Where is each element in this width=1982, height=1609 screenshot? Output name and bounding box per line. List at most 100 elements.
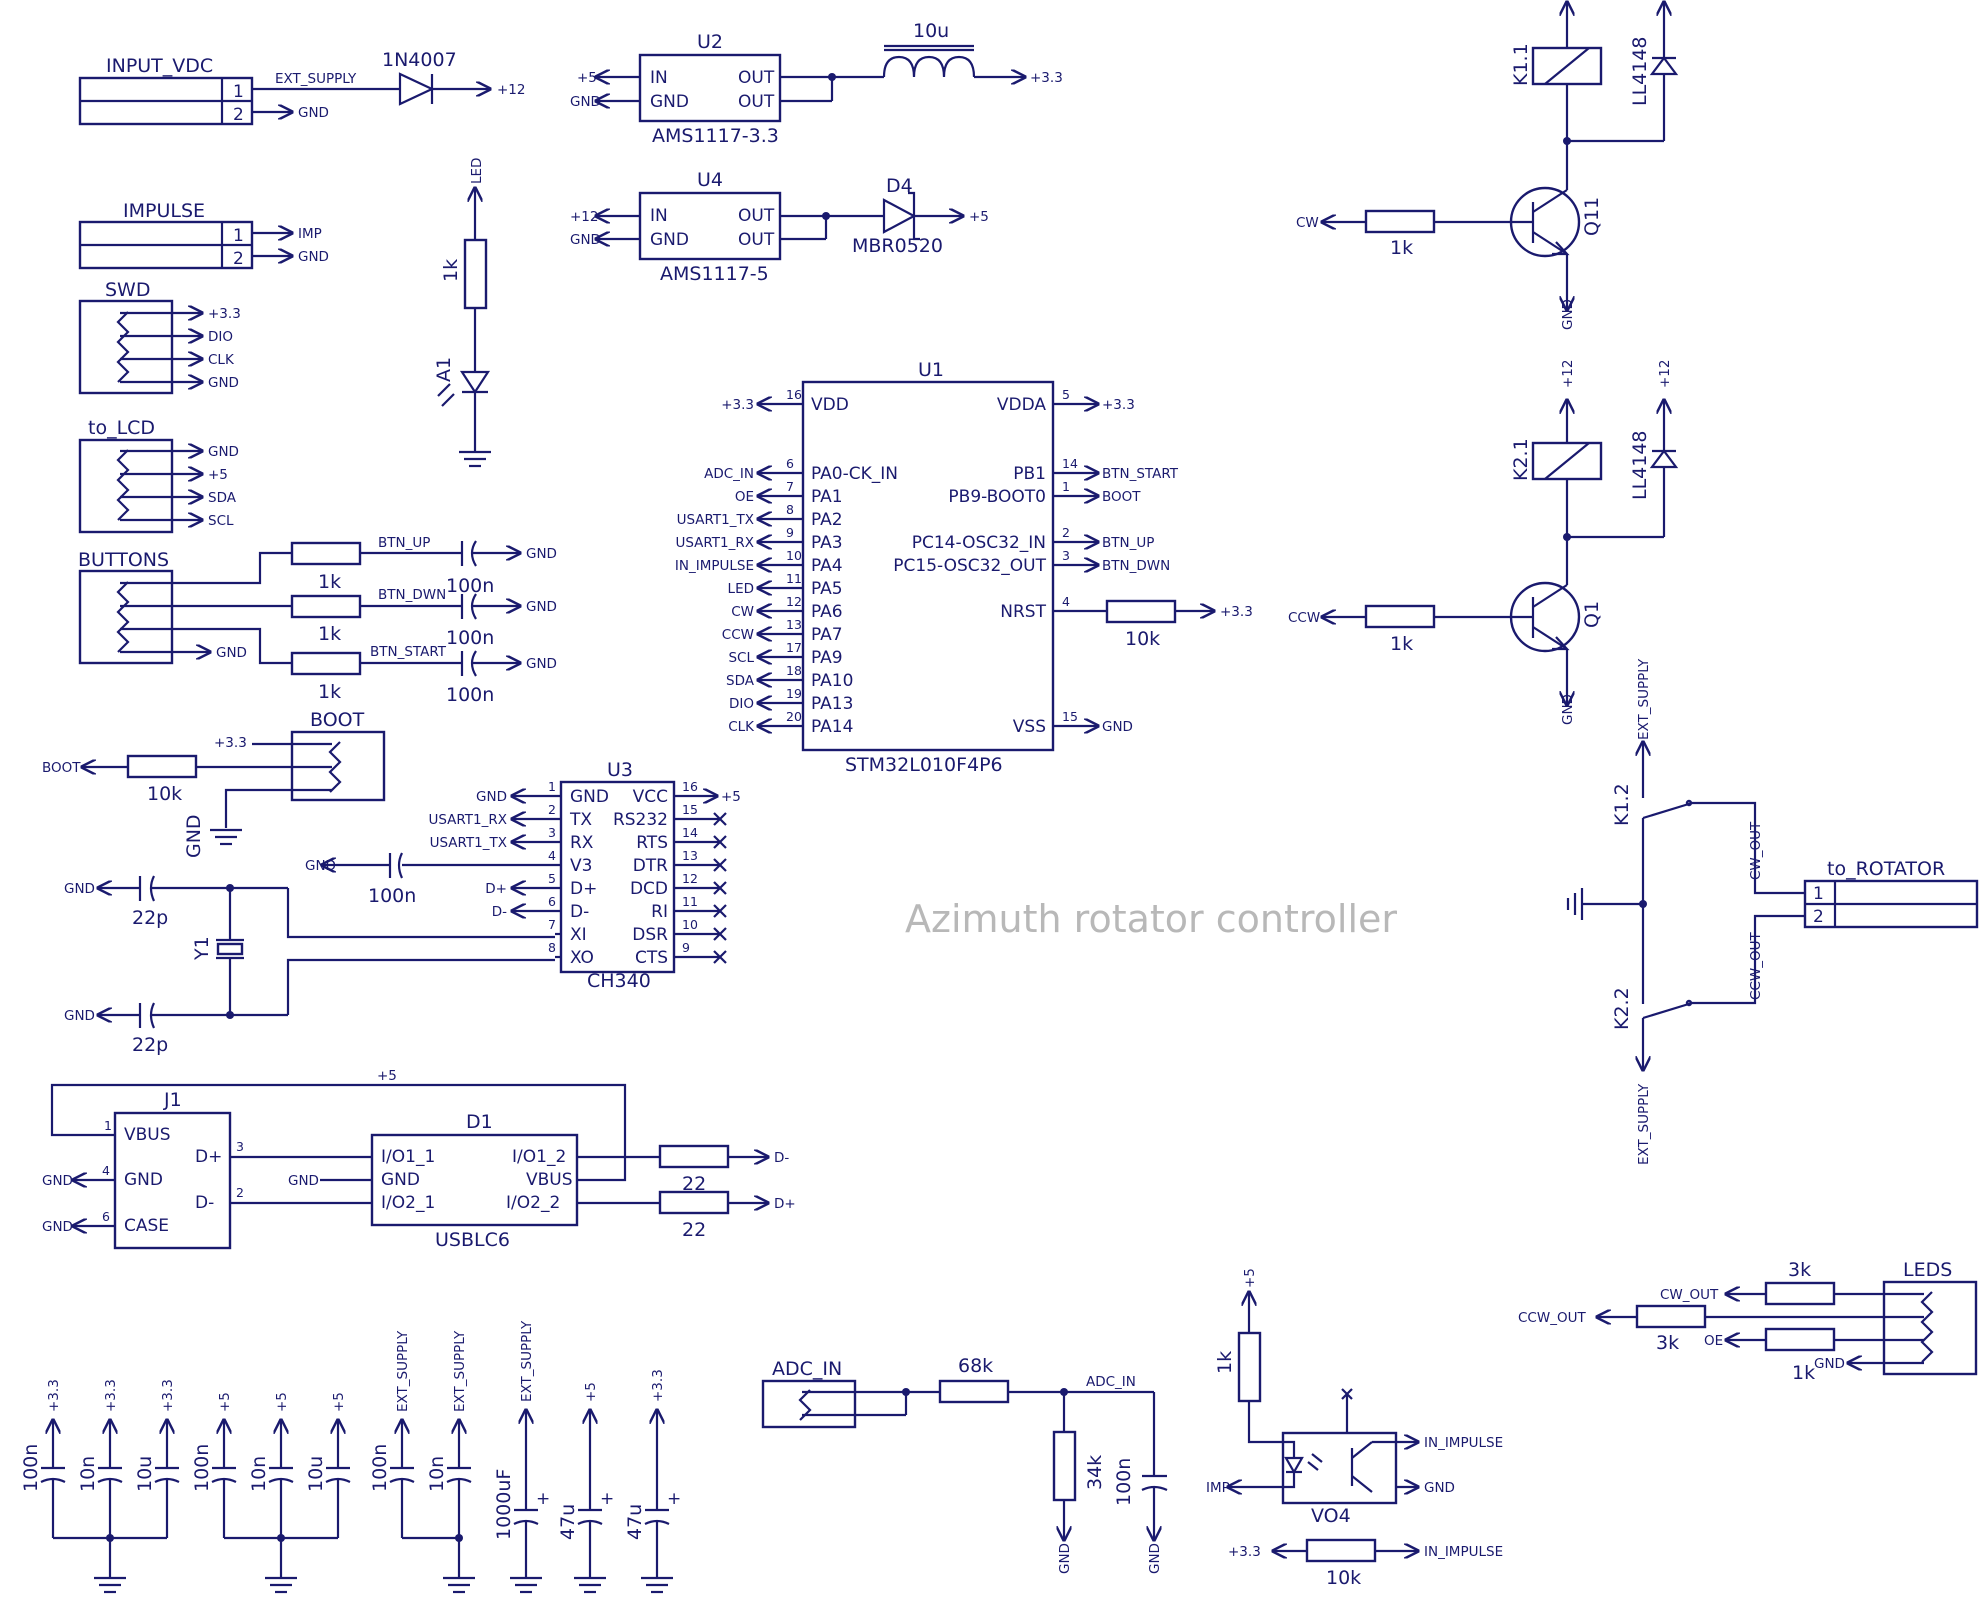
u3-pin-num-16: 16 [682,779,698,794]
buttons-gnd-3: GND [526,656,557,672]
u3-pin-name-9: CTS [635,948,668,968]
relay-k12: K1.2 [1611,783,1633,826]
u1-pin-name-6: PA0-CK_IN [811,464,898,484]
u3-pin-name-8: XO [570,948,594,968]
u3-pin-num-15: 15 [682,802,698,817]
u2-inductor-value: 10u [913,20,949,42]
crystal-ref: Y1 [191,936,213,961]
decap-rail-1-1: +5 [274,1392,290,1412]
relay-driver-k1: K1.1 LL4148 GND Q11 1k CW [1296,2,1679,330]
k1-net: CW [1296,215,1319,231]
u1-pin-num-7: 7 [786,479,794,494]
schottky-icon [882,198,917,234]
opto-r-value: 1k [1214,1351,1236,1374]
regulator-u2: U2 IN GND OUT OUT +5 GND AMS1117-3.3 10u… [570,20,1063,147]
decap-value-0-1: 10n [77,1456,99,1492]
inductor-icon [882,55,976,78]
u3-ref: U3 [607,759,633,781]
adc-r1-value: 68k [958,1355,993,1377]
u1-pin-num-15: 15 [1062,709,1078,724]
d1-value: USBLC6 [435,1229,510,1251]
d1-ref: D1 [466,1111,493,1133]
u2-in-net: +5 [577,70,597,86]
buttons-gnd-1: GND [526,546,557,562]
adc-net: ADC_IN [1086,1374,1136,1390]
d1-gnd-net: GND [288,1173,319,1189]
u3-pin-num-7: 7 [548,917,556,932]
diode-1n4007-icon [398,72,435,106]
u4-out2: OUT [738,230,775,250]
u1-pin-name-20: PA14 [811,717,853,737]
input-vdc-ref: INPUT_VDC [106,55,213,77]
u2-in: IN [650,68,668,88]
swd-net-2: CLK [208,352,235,368]
u1-pin-net-18: SDA [726,673,755,689]
u4-diode-ref: D4 [886,175,913,197]
j1-pin-dp: D+ [195,1147,222,1167]
u1-pin-num-8: 8 [786,502,794,517]
u3-pin-net-1: GND [476,789,507,805]
decoupling-caps: +3.3100n+3.310n+3.310u+5100n+510n+510uEX… [20,1330,475,1594]
u3-pin-name-15: RS232 [613,810,668,830]
u1-pin-name-2: PC14-OSC32_IN [912,533,1046,553]
u4-in: IN [650,206,668,226]
crystal-c2-value: 22p [132,1034,168,1056]
leds-ccw: CCW_OUT [1518,1310,1586,1326]
u1-pin-num-10: 10 [786,548,802,563]
u3-pin-name-7: XI [570,925,587,945]
rotator-pin2: 2 [1813,907,1824,927]
u2-gnd-net: GND [570,94,601,110]
buttons-net-dwn: BTN_DWN [378,587,446,603]
u3-pin-name-13: DTR [633,856,668,876]
k2-net: CCW [1288,610,1320,626]
buttons-r2-value: 1k [318,623,341,645]
k1-r-value: 1k [1390,237,1413,259]
adc-gnd2: GND [1147,1543,1163,1574]
adc-input: ADC_IN 68k ADC_IN 34k GND 100n GND [761,1355,1168,1574]
connector-swd: SWD +3.3 DIO CLK GND [78,279,241,395]
u1-ref: U1 [918,359,944,381]
led-a1: LED 1k A1 [433,158,491,468]
esd-d1: D1 I/O1_1 GND I/O2_1 I/O1_2 VBUS I/O2_2 … [288,1111,796,1251]
u1-pin-num-2: 2 [1062,525,1070,540]
u1-pin-name-1: PB9-BOOT0 [948,487,1046,507]
input-vdc-pin1: 1 [233,82,244,102]
bulk-caps: EXT_SUPPLY+1000uF+5+47u+3.3+47u [493,1320,681,1594]
u1-pin-net-9: USART1_RX [675,535,754,551]
to-lcd-net-3: SCL [208,513,234,529]
q11-ref: Q11 [1581,197,1603,236]
to-lcd-ref: to_LCD [88,417,155,439]
u1-pin-net-16: +3.3 [721,397,754,413]
boot-net: BOOT [42,760,81,776]
bulk-value-0: 1000uF [493,1469,515,1540]
buttons-c2-value: 100n [446,627,494,649]
decap-value-1-0: 100n [191,1444,213,1492]
u1-pin-net-15: GND [1102,719,1133,735]
decap-rail-0-1: +3.3 [103,1379,119,1412]
u1-pin-net-1: BOOT [1102,489,1141,505]
swd-net-0: +3.3 [208,306,241,322]
boot-ref: BOOT [310,709,365,731]
rotator-conn-ref: to_ROTATOR [1827,858,1945,880]
k2-vcc2: +12 [1657,360,1673,389]
u1-pin-name-13: PA7 [811,625,843,645]
decap-rail-2-0: EXT_SUPPLY [395,1330,411,1412]
u1-pin-name-15: VSS [1013,717,1046,737]
opto-out: IN_IMPULSE [1424,1435,1503,1451]
buttons-c3-value: 100n [446,684,494,706]
u1-pin-name-10: PA4 [811,556,843,576]
u3-pin-net-5: D+ [485,881,507,897]
bulk-rail-1: +5 [583,1382,599,1402]
u3-pin-net-3: USART1_TX [430,835,507,851]
u1-pin-net-20: CLK [728,719,755,735]
impulse-ref: IMPULSE [123,200,205,222]
buttons-net-start: BTN_START [370,644,447,660]
u3-pin-name-12: DCD [630,879,668,899]
relay-driver-k2: +12 +12 K2.1 LL4148 GND Q1 1k CCW [1288,360,1679,725]
usb-uart-u3: U3 CH340 1GNDGND2TXUSART1_RX3RXUSART1_TX… [305,759,741,992]
u1-pin-net-7: OE [735,489,754,505]
u3-pin-num-1: 1 [548,779,556,794]
u3-pin-num-2: 2 [548,802,556,817]
impulse-net2: GND [298,249,329,265]
k1-diode-ref: LL4148 [1629,36,1651,106]
